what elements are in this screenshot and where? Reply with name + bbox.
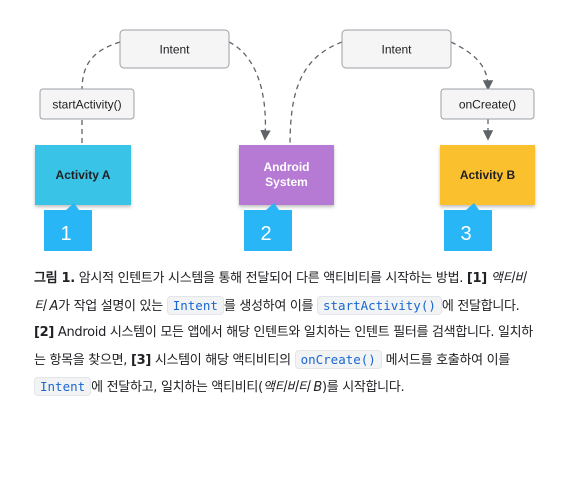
caption-text: 에 전달하고, 일치하는 액티비티( bbox=[91, 380, 263, 396]
intent-code-ref: Intent bbox=[34, 377, 92, 397]
on-create-label: onCreate() bbox=[459, 98, 516, 112]
android-system-label-line1: Android bbox=[264, 160, 310, 174]
start-activity-box: startActivity() bbox=[39, 88, 135, 120]
intent-box-left-label: Intent bbox=[159, 43, 190, 57]
intent-box-left: Intent bbox=[119, 29, 230, 69]
caption-text: Android 시스템이 모든 앱에서 해당 인텐트와 일치하는 인텐트 필터를… bbox=[34, 325, 533, 368]
caption-text: 메서드를 호출하여 이를 bbox=[381, 352, 511, 368]
intent-box-right-label: Intent bbox=[381, 43, 412, 57]
activity-a-label: Activity A bbox=[56, 168, 111, 182]
on-create-code-ref: onCreate() bbox=[294, 349, 382, 369]
android-system-label-line2: System bbox=[265, 175, 308, 189]
figure-label: 그림 1. bbox=[34, 271, 75, 286]
figure-caption: 그림 1. 암시적 인텐트가 시스템을 통해 전달되어 다른 액티비티를 시작하… bbox=[34, 266, 534, 402]
caption-text: 시스템이 해당 액티비티의 bbox=[150, 352, 295, 368]
step-1-badge: 1 bbox=[44, 203, 92, 251]
caption-text: 가 작업 설명이 있는 bbox=[58, 298, 167, 314]
step-2-badge: 2 bbox=[244, 203, 292, 251]
on-create-box: onCreate() bbox=[440, 88, 535, 120]
step-ref-3: [3] bbox=[130, 352, 151, 368]
arrow-intent-to-on-create bbox=[450, 41, 494, 91]
step-2-number: 2 bbox=[260, 223, 271, 245]
step-3-badge: 3 bbox=[444, 203, 492, 251]
caption-text: 암시적 인텐트가 시스템을 통해 전달되어 다른 액티비티를 시작하는 방법. bbox=[74, 271, 467, 286]
caption-text: 에 전달합니다. bbox=[441, 298, 520, 314]
start-activity-label: startActivity() bbox=[52, 98, 121, 112]
caption-text: 를 생성하여 이를 bbox=[223, 298, 317, 314]
connector-android-system-to-intent bbox=[289, 41, 343, 147]
arrow-intent-to-android-system bbox=[228, 41, 271, 141]
intent-code-ref: Intent bbox=[166, 295, 224, 315]
activity-a-box: Activity A bbox=[35, 145, 131, 205]
android-system-box: Android System bbox=[239, 145, 334, 205]
activity-a-ref: 액티비티 A bbox=[34, 271, 526, 314]
intent-box-right: Intent bbox=[341, 29, 452, 69]
activity-b-box: Activity B bbox=[440, 145, 535, 205]
intent-flow-diagram: Intent Intent startActivity() onCreate()… bbox=[35, 29, 535, 251]
step-3-number: 3 bbox=[460, 223, 471, 245]
caption-text: )를 시작합니다. bbox=[321, 380, 405, 396]
activity-b-ref: 액티비티 B bbox=[262, 380, 322, 396]
activity-b-label: Activity B bbox=[460, 168, 516, 182]
step-ref-2: [2] bbox=[34, 325, 55, 341]
start-activity-code-ref: startActivity() bbox=[317, 295, 442, 315]
step-ref-1: [1] bbox=[466, 271, 487, 286]
step-1-number: 1 bbox=[60, 223, 71, 245]
connector-intent-to-start-activity bbox=[81, 41, 121, 91]
